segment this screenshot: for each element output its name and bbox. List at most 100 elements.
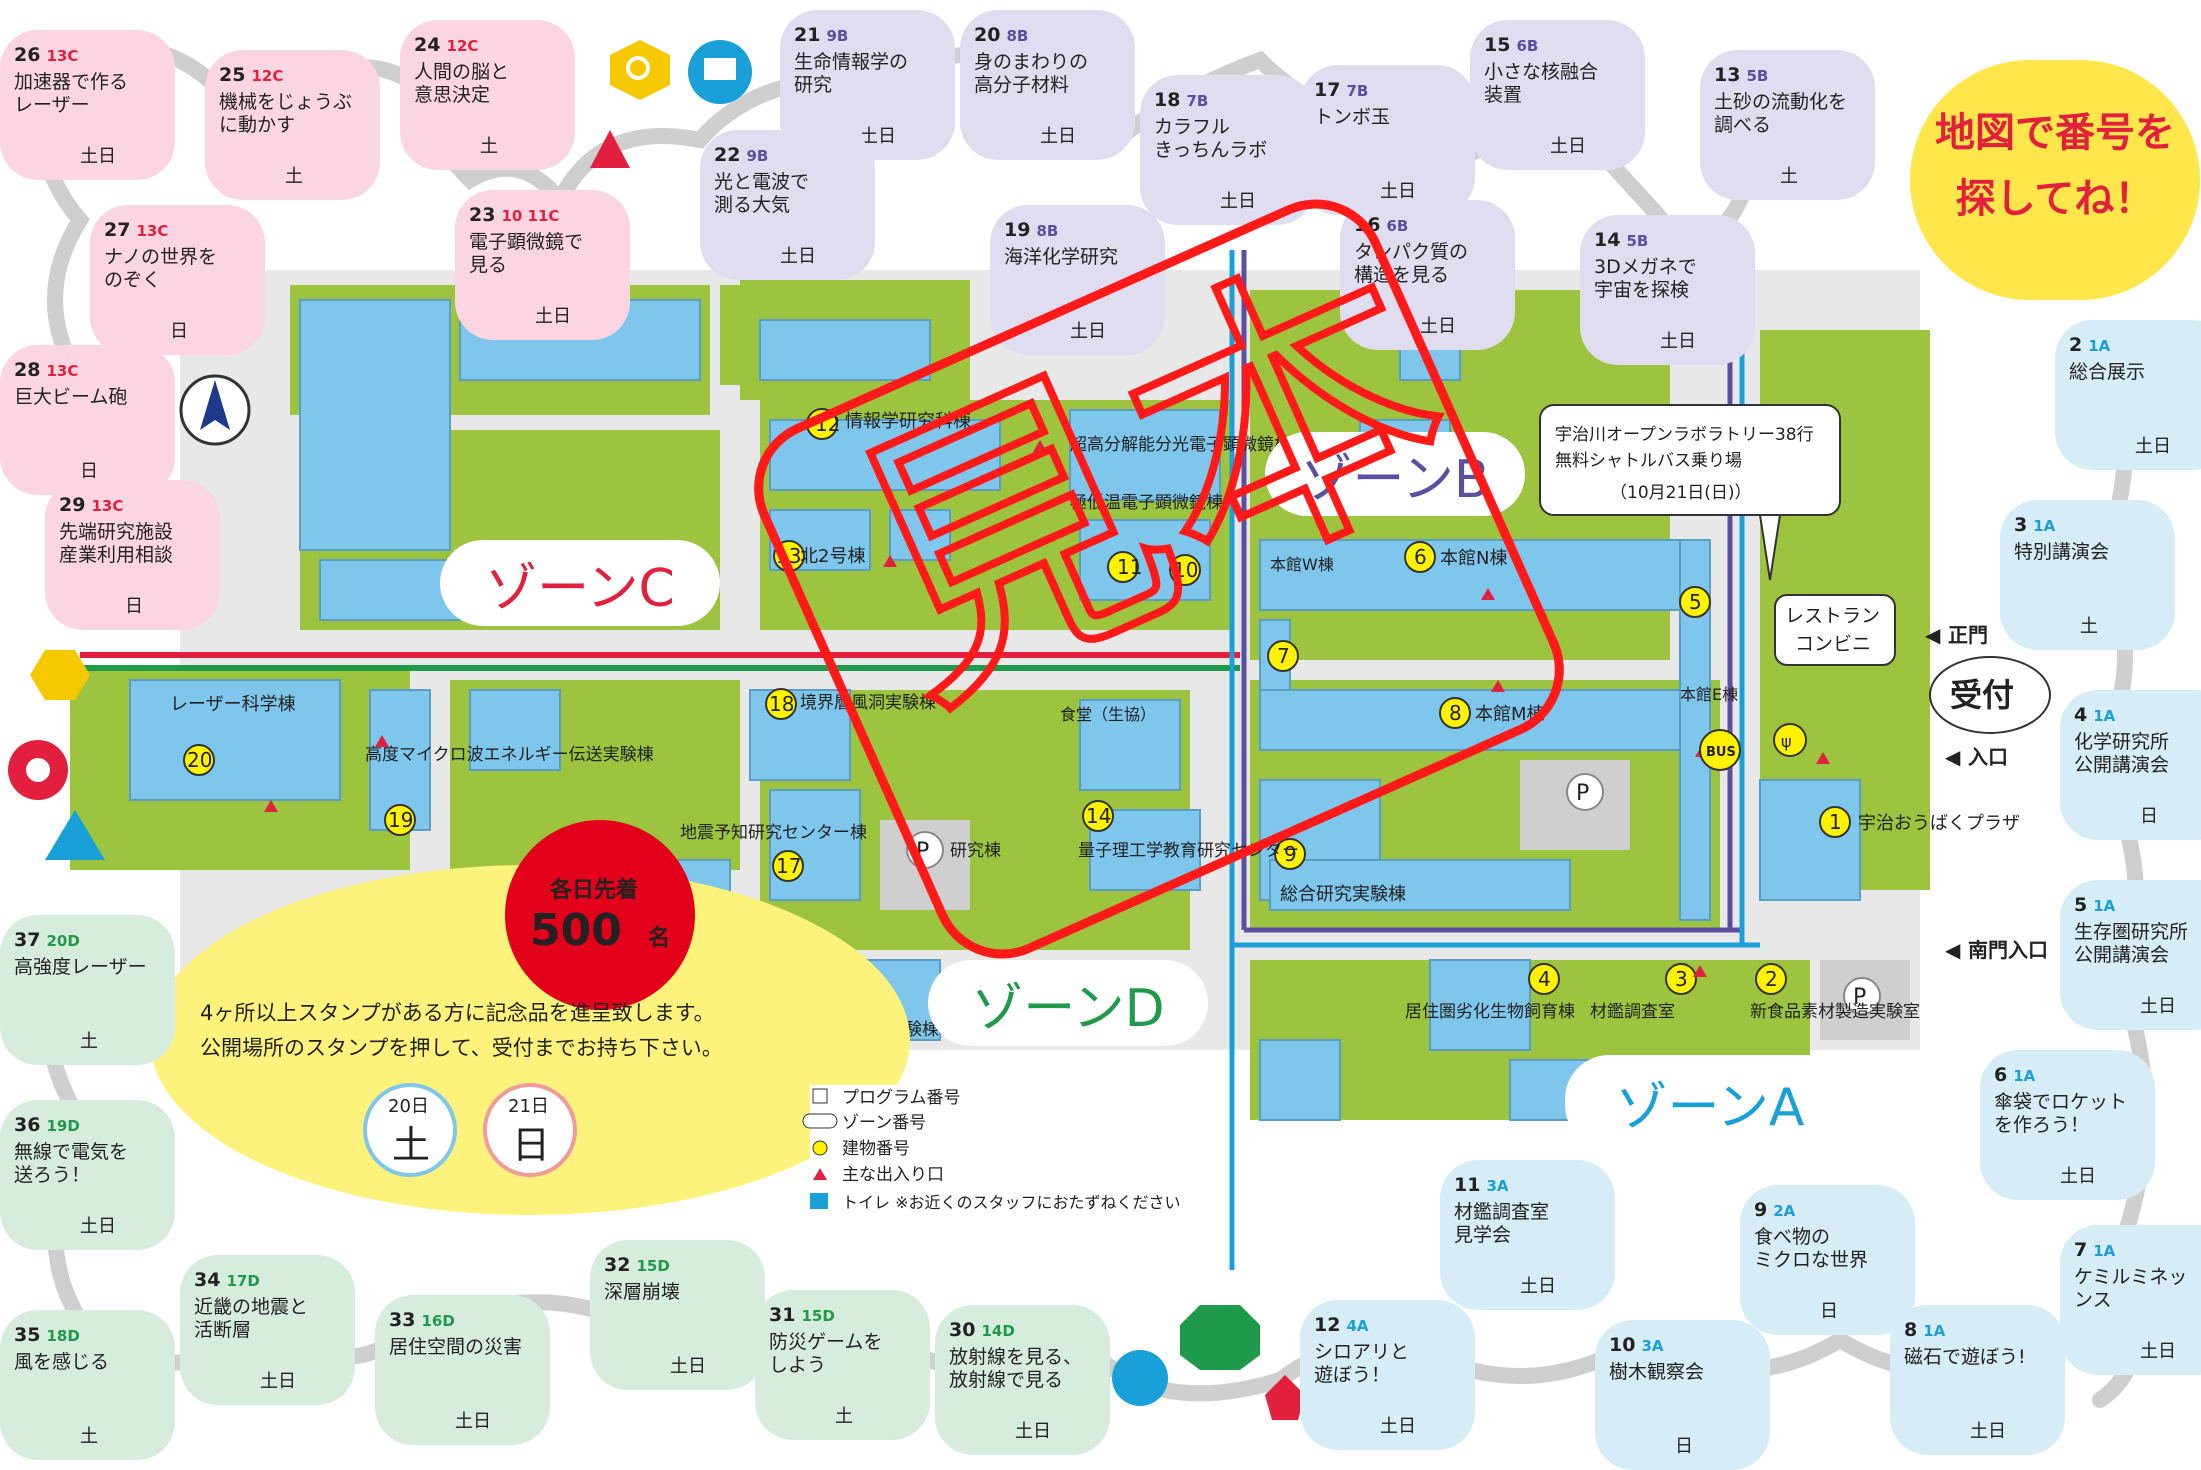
label-main-m: 本館M棟 [1475,704,1545,725]
svg-text:P: P [1853,985,1866,1010]
zone-badge: 18D [46,1327,80,1345]
zone-badge: 13C [46,362,79,380]
svg-text:P: P [1576,781,1589,806]
label-microwave: 高度マイクロ波エネルギー伝送実験棟 [365,745,654,765]
program-num: 37 [14,929,41,951]
program-days: 土日 [80,146,116,167]
bus-icon: BUS [1699,729,1741,771]
car-icon [1112,1350,1168,1406]
building-17-label: 17 [776,854,801,878]
program-num: 15 [1484,34,1511,56]
flask-icon [30,650,90,700]
program-title-line: 公開講演会 [2074,944,2170,966]
program-title-line: 光と電波で [714,171,810,193]
program-days: 土日 [1520,1276,1556,1297]
beetle-icon [45,810,105,860]
program-days: 土 [285,166,303,187]
program-days: 土 [1780,166,1798,187]
program-title-line: 磁石で遊ぼう! [1904,1346,2026,1368]
building-20-label: 20 [187,748,212,772]
restaurant-callout: レストラン コンビニ [1774,594,1896,666]
stamp-day1 [363,1083,457,1177]
program-num: 12 [1314,1314,1341,1336]
program-title-line: 放射線で見る [949,1369,1064,1391]
program-num: 16 [1354,214,1381,236]
zone-d-label: ゾーンD [928,960,1208,1046]
shuttle-line1: 宇治川オープンラボラトリー38行 [1555,425,1814,445]
program-title-line: 居住空間の災害 [389,1336,523,1358]
program-days: 土日 [670,1356,706,1377]
program-num: 31 [769,1304,796,1326]
shuttle-line3: （10月21日(日)） [1610,483,1752,503]
stamp-line2: 公開場所のスタンプを押して、受付までお持ち下さい。 [200,1036,723,1060]
program-title-line: 見学会 [1454,1224,1512,1246]
svg-text:P: P [916,839,929,864]
building-3-label: 3 [1675,967,1688,991]
badge-count: 500 [530,905,622,956]
program-days: 土日 [260,1371,296,1392]
program-days: 土日 [2140,996,2176,1017]
restaurant-line1: レストラン [1785,605,1880,627]
zone-badge: 3A [1641,1337,1664,1355]
zone-badge: 13C [46,47,79,65]
program-title-line: 活断層 [194,1319,252,1341]
program-num: 20 [974,24,1001,46]
program-num: 23 [469,204,496,226]
tree-icon [1180,1305,1260,1370]
label-north2: 北2号棟 [800,546,865,567]
zone-badge: 10 11C [501,207,560,225]
main-gate-label: 正門 [1948,623,1988,647]
sun-icon [8,740,68,800]
reception-label: 受付 [1950,676,2014,714]
program-title-line: 近畿の地震と [194,1296,309,1318]
badge-unit: 名 [648,925,670,951]
label-main-e: 本館E棟 [1680,685,1738,704]
label-hr-em: 超高分解能分光電子顕微鏡棟 [1070,435,1291,455]
zone-badge: 17D [226,1272,260,1290]
program-title-line: 高分子材料 [974,74,1070,96]
building-13-label: 13 [776,544,801,568]
program-days: 日 [125,596,143,617]
zone-badge: 7B [1346,82,1369,100]
program-title-line: 人間の脳と [414,61,510,83]
program-num: 29 [59,494,86,516]
legend-entrance: 主な出入り口 [842,1165,944,1185]
program-days: 土日 [1380,1416,1416,1437]
program-num: 4 [2074,704,2088,726]
label-food: 新食品素材製造実験室 [1750,1002,1920,1022]
program-title-line: 加速器で作る [14,71,129,93]
program-days: 土 [2080,616,2098,637]
program-days: 土日 [2060,1166,2096,1187]
program-title-line: 調べる [1714,114,1772,136]
shuttle-callout: 宇治川オープンラボラトリー38行 無料シャトルバス乗り場 （10月21日(日)） [1539,404,1841,581]
reception-callout: 受付 [1929,656,2051,734]
program-title-line: 生存圏研究所 [2074,921,2189,943]
program-title-line: 生命情報学の [794,51,909,73]
program-num: 22 [714,144,741,166]
legend: プログラム番号 ゾーン番号 建物番号 主な出入り口 トイレ ※お近くのスタッフに… [802,1085,1190,1225]
program-title-line: 食べ物の [1754,1226,1831,1248]
program-title-line: 風を感じる [14,1351,110,1373]
